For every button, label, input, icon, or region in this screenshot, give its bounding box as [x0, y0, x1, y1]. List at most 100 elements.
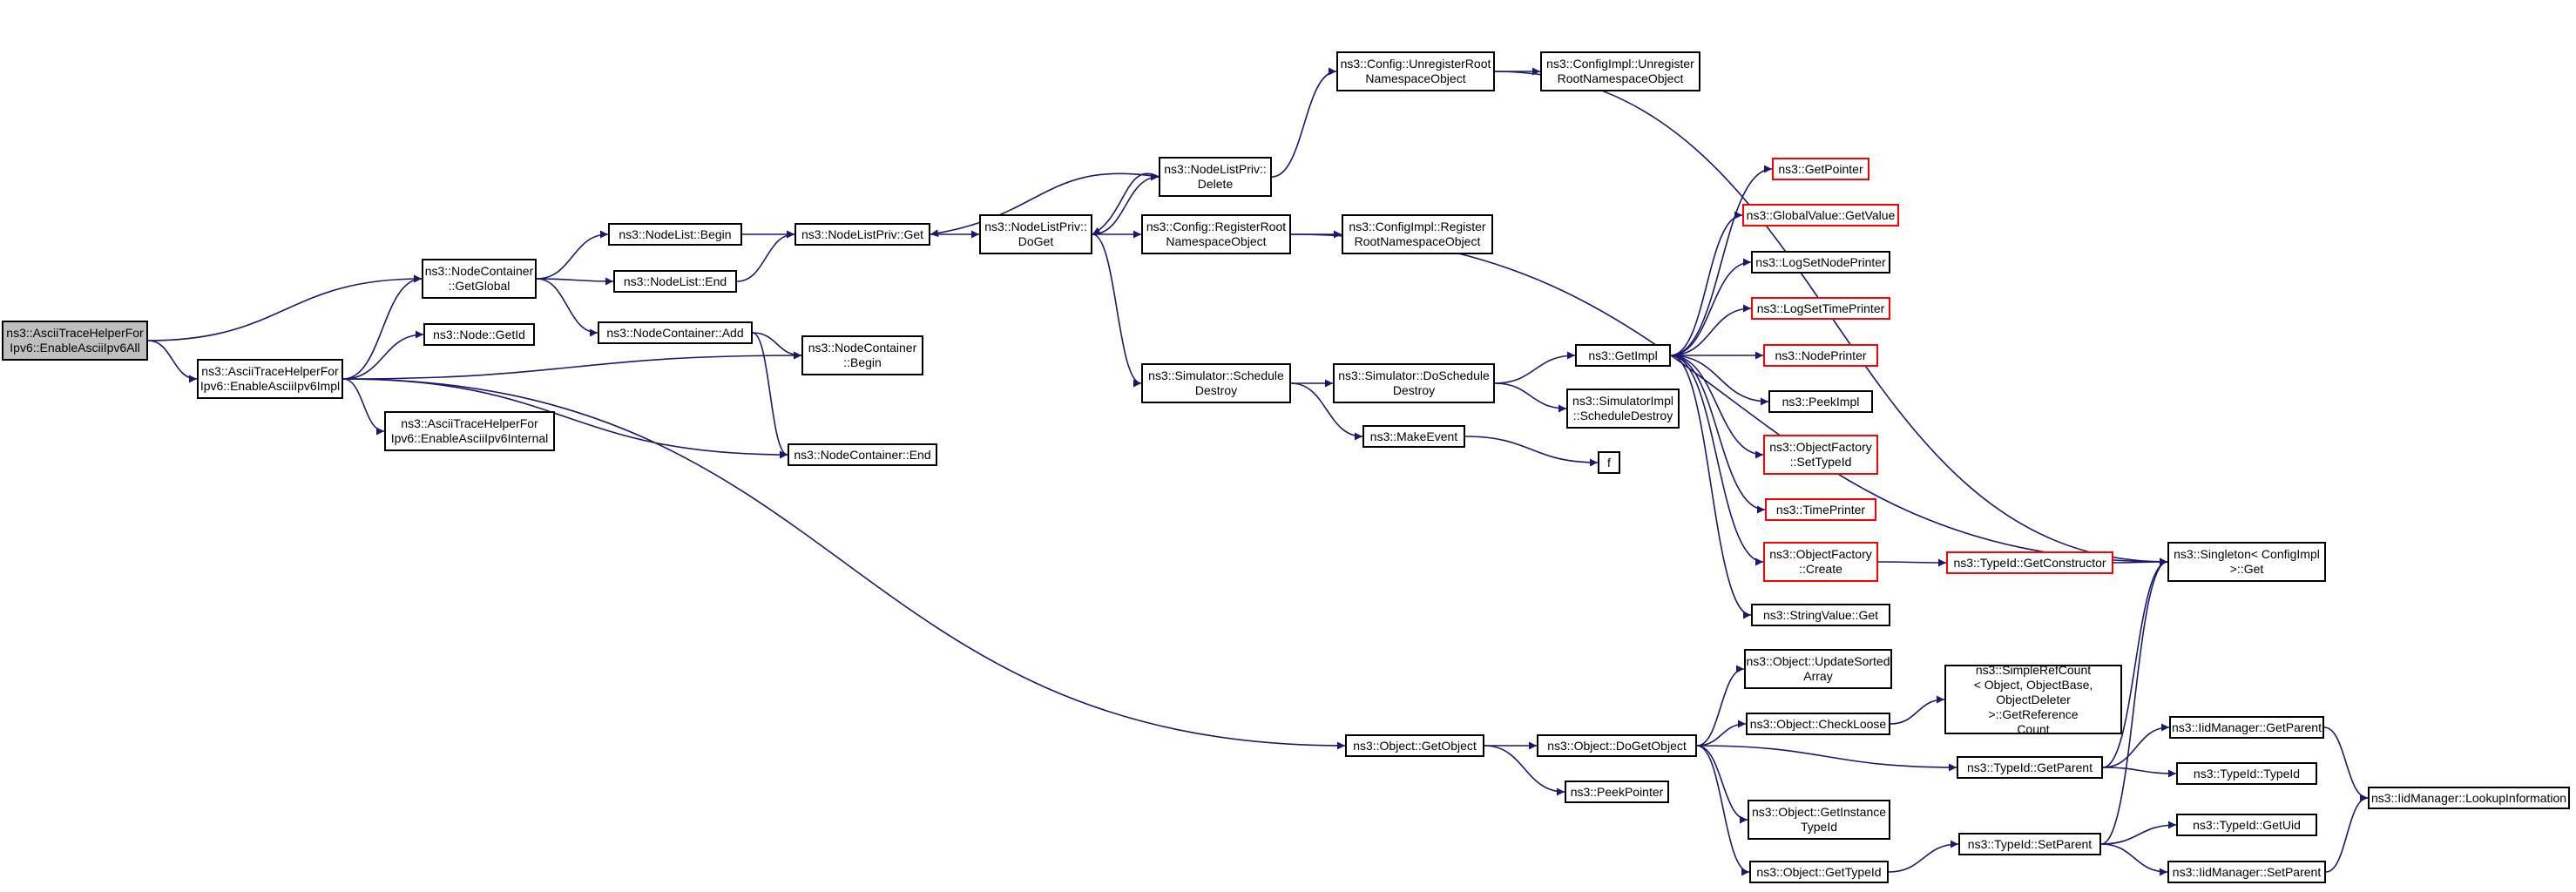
node-cfgReg[interactable]: ns3::Config::RegisterRoot NamespaceObjec…	[1141, 214, 1291, 254]
node-simDoSchedDestroy[interactable]: ns3::Simulator::DoSchedule Destroy	[1333, 363, 1495, 403]
node-label: ns3::StringValue::Get	[1762, 607, 1879, 622]
edge-typeIdGetParent-to-iidGetParent	[2102, 723, 2170, 768]
node-typeIdTypeId[interactable]: ns3::TypeId::TypeId	[2176, 762, 2317, 785]
node-simImplSchedDestroy[interactable]: ns3::SimulatorImpl ::ScheduleDestroy	[1566, 389, 1680, 429]
node-label: ns3::AsciiTraceHelperFor Ipv6::EnableAsc…	[6, 326, 144, 355]
edge-simDoSchedDestroy-to-getImpl	[1494, 351, 1576, 384]
node-simpleRefCount[interactable]: ns3::SimpleRefCount < Object, ObjectBase…	[1944, 662, 2122, 736]
edge-getImpl-to-peekImpl	[1670, 355, 1769, 406]
node-stringValueGet[interactable]: ns3::StringValue::Get	[1751, 604, 1890, 626]
node-typeIdSetParent[interactable]: ns3::TypeId::SetParent	[1958, 833, 2101, 855]
node-timePrinter[interactable]: ns3::TimePrinter	[1765, 498, 1876, 521]
edge-nlpDoGet-to-simSchedDestroy	[1092, 233, 1142, 388]
node-getPointer[interactable]: ns3::GetPointer	[1772, 158, 1869, 180]
node-typeIdGetUid[interactable]: ns3::TypeId::GetUid	[2176, 814, 2317, 836]
node-cfgUnreg[interactable]: ns3::Config::UnregisterRoot NamespaceObj…	[1336, 51, 1495, 91]
edge-ncAdd-to-ncBegin	[752, 332, 802, 360]
edge-enableImpl-to-enableInternal	[342, 378, 385, 436]
edge-typeIdGetCtor-to-singletonGet	[2113, 558, 2168, 566]
edge-enableImpl-to-ncBegin	[342, 351, 802, 380]
edge-typeIdGetParent-to-singletonGet	[2102, 558, 2168, 768]
node-label: ns3::GetImpl	[1588, 348, 1658, 362]
edge-getImpl-to-ofCreate	[1670, 355, 1764, 566]
node-getImpl[interactable]: ns3::GetImpl	[1575, 344, 1671, 367]
edge-nodeListEnd-to-nlpGet	[736, 230, 795, 282]
node-label: ns3::NodeListPriv::Get	[801, 226, 924, 241]
node-ncAdd[interactable]: ns3::NodeContainer::Add	[598, 321, 753, 344]
node-ncGetGlobal[interactable]: ns3::NodeContainer ::GetGlobal	[422, 259, 537, 299]
edge-root-to-enableImpl	[147, 340, 198, 383]
node-objDoGetObject[interactable]: ns3::Object::DoGetObject	[1537, 734, 1697, 757]
node-label: ns3::Simulator::DoSchedule Destroy	[1338, 368, 1490, 397]
node-nlpDelete[interactable]: ns3::NodeListPriv:: Delete	[1159, 157, 1272, 197]
node-label: ns3::NodeList::End	[623, 274, 727, 288]
node-globalValue[interactable]: ns3::GlobalValue::GetValue	[1742, 204, 1899, 226]
node-label: ns3::TypeId::SetParent	[1967, 836, 2093, 851]
node-label: ns3::ConfigImpl::Unregister RootNamespac…	[1546, 57, 1694, 85]
node-label: ns3::Object::DoGetObject	[1547, 738, 1687, 753]
node-label: ns3::MakeEvent	[1369, 429, 1458, 443]
node-iidLookup[interactable]: ns3::IidManager::LookupInformation	[2368, 787, 2570, 809]
node-label: ns3::NodeContainer::End	[794, 447, 931, 462]
node-label: ns3::LogSetTimePrinter	[1756, 301, 1885, 315]
edge-enableImpl-to-objGetObject	[342, 378, 1346, 750]
node-nodeGetId[interactable]: ns3::Node::GetId	[423, 323, 535, 346]
node-label: ns3::Object::GetInstance TypeId	[1751, 805, 1887, 834]
node-cfgImplReg[interactable]: ns3::ConfigImpl::Register RootNamespaceO…	[1342, 214, 1493, 254]
edge-nlpDelete-to-nlpDoGet	[1092, 172, 1160, 235]
node-label: ns3::TypeId::TypeId	[2193, 766, 2301, 780]
node-objCheckLoose[interactable]: ns3::Object::CheckLoose	[1746, 713, 1890, 735]
node-objGetTypeId[interactable]: ns3::Object::GetTypeId	[1749, 861, 1889, 883]
node-objGetObject[interactable]: ns3::Object::GetObject	[1345, 734, 1484, 757]
edge-getImpl-to-globalValue	[1670, 211, 1743, 356]
edge-getImpl-to-ofSetTypeId	[1670, 355, 1764, 459]
node-peekPointer[interactable]: ns3::PeekPointer	[1565, 780, 1669, 803]
node-objGetInstTypeId[interactable]: ns3::Object::GetInstance TypeId	[1748, 800, 1890, 840]
node-cfgImplUnreg[interactable]: ns3::ConfigImpl::Unregister RootNamespac…	[1540, 51, 1700, 91]
node-ofCreate[interactable]: ns3::ObjectFactory ::Create	[1763, 542, 1878, 582]
node-label: ns3::Simulator::Schedule Destroy	[1148, 368, 1284, 397]
node-nodePrinter[interactable]: ns3::NodePrinter	[1763, 344, 1878, 367]
node-label: ns3::Node::GetId	[433, 327, 525, 341]
node-label: ns3::Object::UpdateSorted Array	[1746, 654, 1890, 683]
node-label: ns3::ObjectFactory ::Create	[1769, 547, 1872, 576]
node-logSetNode[interactable]: ns3::LogSetNodePrinter	[1751, 251, 1890, 274]
node-typeIdGetParent[interactable]: ns3::TypeId::GetParent	[1957, 756, 2103, 779]
node-iidGetParent[interactable]: ns3::IidManager::GetParent	[2169, 716, 2324, 739]
edge-iidGetParent-to-iidLookup	[2323, 726, 2369, 802]
edge-getImpl-to-getPointer	[1670, 165, 1773, 356]
node-ofSetTypeId[interactable]: ns3::ObjectFactory ::SetTypeId	[1763, 435, 1878, 475]
edge-objDoGetObject-to-typeIdGetParent	[1696, 745, 1957, 772]
node-label: ns3::GetPointer	[1778, 161, 1863, 176]
node-enableInternal[interactable]: ns3::AsciiTraceHelperFor Ipv6::EnableAsc…	[384, 411, 555, 451]
node-peekImpl[interactable]: ns3::PeekImpl	[1768, 390, 1873, 413]
node-label: ns3::GlobalValue::GetValue	[1746, 207, 1896, 222]
node-singletonGet[interactable]: ns3::Singleton< ConfigImpl >::Get	[2167, 542, 2326, 582]
node-nodeListBegin[interactable]: ns3::NodeList::Begin	[608, 223, 742, 246]
node-ncBegin[interactable]: ns3::NodeContainer ::Begin	[801, 335, 923, 375]
edge-nlpDoGet-to-nlpDelete	[1092, 172, 1160, 235]
node-nodeListEnd[interactable]: ns3::NodeList::End	[613, 270, 737, 293]
edge-makeEvent-to-f	[1464, 436, 1599, 467]
node-nlpGet[interactable]: ns3::NodeListPriv::Get	[794, 223, 930, 246]
node-simSchedDestroy[interactable]: ns3::Simulator::Schedule Destroy	[1141, 363, 1291, 403]
node-typeIdGetCtor[interactable]: ns3::TypeId::GetConstructor	[1946, 551, 2113, 574]
edge-objGetTypeId-to-typeIdSetParent	[1888, 840, 1959, 873]
edge-typeIdGetParent-to-typeIdTypeId	[2102, 767, 2177, 778]
node-nlpDoGet[interactable]: ns3::NodeListPriv:: DoGet	[979, 214, 1092, 254]
node-label: ns3::TimePrinter	[1775, 502, 1866, 517]
node-enableImpl[interactable]: ns3::AsciiTraceHelperFor Ipv6::EnableAsc…	[197, 359, 343, 399]
edge-root-to-ncGetGlobal	[147, 274, 423, 341]
node-ncEnd[interactable]: ns3::NodeContainer::End	[788, 443, 937, 466]
node-makeEvent[interactable]: ns3::MakeEvent	[1362, 425, 1465, 448]
edge-ncGetGlobal-to-nodeListBegin	[536, 230, 609, 280]
node-root[interactable]: ns3::AsciiTraceHelperFor Ipv6::EnableAsc…	[2, 321, 148, 361]
node-logSetTime[interactable]: ns3::LogSetTimePrinter	[1751, 297, 1890, 320]
node-f[interactable]: f	[1598, 451, 1620, 474]
node-label: ns3::Config::RegisterRoot NamespaceObjec…	[1146, 220, 1287, 248]
node-iidSetParent[interactable]: ns3::IidManager::SetParent	[2167, 861, 2326, 883]
node-objUpdateSorted[interactable]: ns3::Object::UpdateSorted Array	[1744, 649, 1892, 689]
node-label: ns3::SimpleRefCount < Object, ObjectBase…	[1973, 662, 2093, 736]
